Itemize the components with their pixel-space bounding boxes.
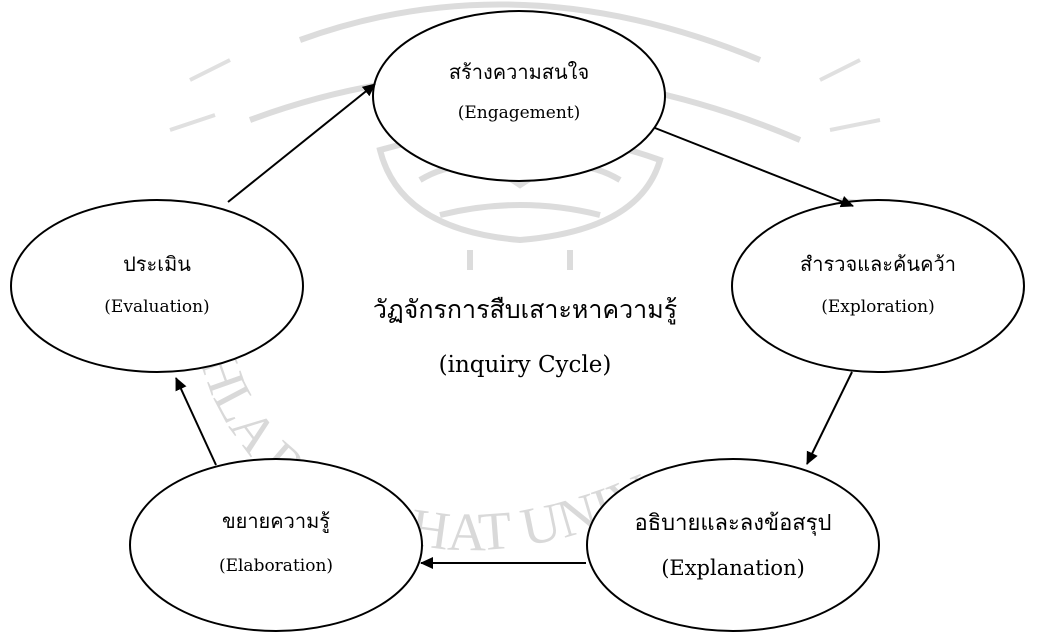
arrow-evaluation-to-engagement bbox=[227, 83, 376, 203]
ellipse-engagement bbox=[372, 10, 666, 182]
arrow-exploration-to-explanation bbox=[806, 371, 853, 465]
ellipse-evaluation bbox=[10, 199, 304, 373]
exploration-label-th: สำรวจและค้นคว้า bbox=[800, 252, 956, 276]
engagement-label-th: สร้างความสนใจ bbox=[448, 60, 590, 84]
arrow-elaboration-to-evaluation bbox=[175, 377, 217, 466]
evaluation-label-th: ประเมิน bbox=[123, 252, 191, 276]
ellipse-exploration bbox=[731, 199, 1025, 373]
explanation-label-th: อธิบายและลงข้อสรุป bbox=[634, 511, 832, 536]
exploration-label-en: (Exploration) bbox=[821, 297, 935, 317]
engagement-label-en: (Engagement) bbox=[457, 103, 581, 123]
evaluation-label-en: (Evaluation) bbox=[104, 297, 210, 317]
ellipse-explanation bbox=[586, 458, 880, 632]
center-panel bbox=[330, 270, 720, 415]
arrow-engagement-to-exploration bbox=[654, 127, 854, 208]
center-subtitle: (inquiry Cycle) bbox=[438, 352, 612, 378]
elaboration-label-th: ขยายความรู้ bbox=[221, 509, 331, 533]
center-title: วัฏจักรการสืบเสาะหาความรู้ bbox=[372, 295, 678, 324]
elaboration-label-en: (Elaboration) bbox=[218, 556, 334, 576]
ellipse-elaboration bbox=[129, 458, 423, 632]
explanation-label-en: (Explanation) bbox=[661, 556, 805, 580]
